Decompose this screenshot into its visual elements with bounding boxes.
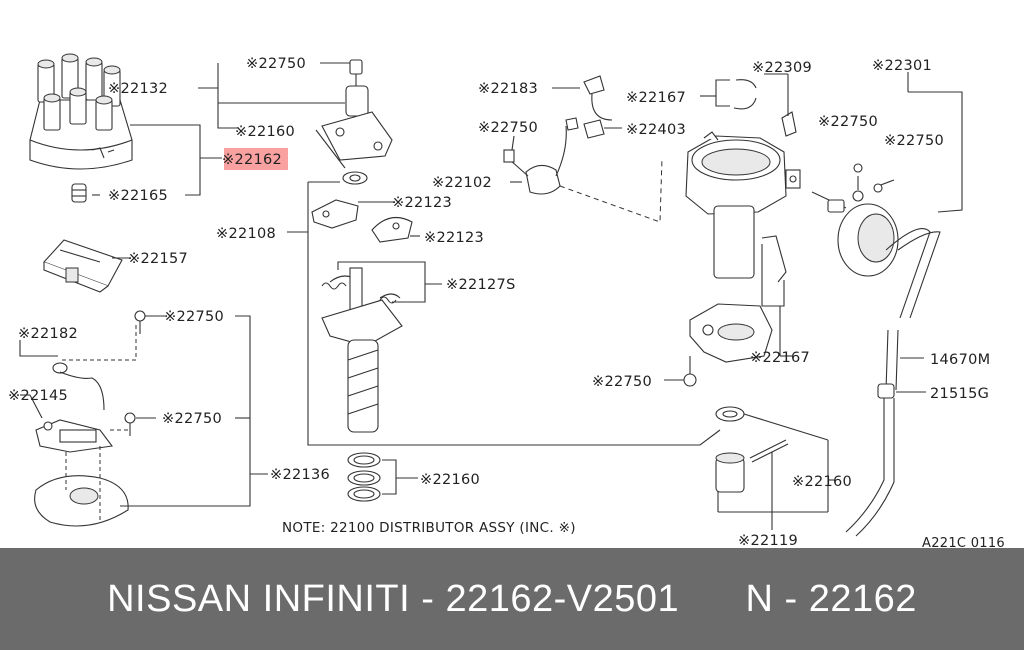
label-22160-right[interactable]: ※22160 [792,474,852,490]
label-22301[interactable]: ※22301 [872,58,932,74]
distributor-housing [685,131,801,279]
o-rings [347,452,381,502]
label-22127S[interactable]: ※22127S [446,277,516,293]
label-22750-r2[interactable]: ※22750 [884,133,944,149]
label-22750-r1[interactable]: ※22750 [818,114,878,130]
screw-22750-mid [134,310,146,334]
part-number-banner: NISSAN INFINITI - 22162-V2501 N - 22162 [0,548,1024,650]
label-22132[interactable]: ※22132 [108,81,168,97]
label-22145[interactable]: ※22145 [8,388,68,404]
small-washer [342,171,368,185]
shaft-washer [715,406,745,422]
base-plate [689,303,773,363]
label-22183[interactable]: ※22183 [478,81,538,97]
distributor-exploded-diagram: ※22132 ※22750 ※22160 ※22162 ※22165 ※2210… [8,53,1005,548]
carbon-point [71,183,87,203]
assembly-note: NOTE: 22100 DISTRIBUTOR ASSY (INC. ※) [282,520,576,536]
label-22157[interactable]: ※22157 [128,251,188,267]
label-22750-bot[interactable]: ※22750 [592,374,652,390]
label-14670M[interactable]: 14670M [930,352,990,368]
diagram-code: A221C 0116 [922,536,1005,548]
label-22162[interactable]: ※22162 [222,152,282,168]
label-22108[interactable]: ※22108 [216,226,276,242]
label-22182[interactable]: ※22182 [18,326,78,342]
label-22750-plug[interactable]: ※22750 [478,120,538,136]
terminal-assembly [321,59,393,161]
bushing [715,452,745,493]
screw-22750-bot [683,356,697,387]
label-22167-mid[interactable]: ※22167 [750,350,810,366]
roll-pin [749,439,789,463]
parts-diagram-area: ※22132 ※22750 ※22160 ※22162 ※22165 ※2210… [8,53,1005,548]
label-22165[interactable]: ※22165 [108,188,168,204]
label-22136[interactable]: ※22136 [270,467,330,483]
screw-22750-low [124,412,136,436]
banner-title: NISSAN INFINITI - 22162-V2501 N - 22162 [107,577,917,620]
label-22160-top[interactable]: ※22160 [235,124,295,140]
wire-clip [565,75,613,139]
label-22750-mid[interactable]: ※22750 [164,309,224,325]
ignition-module [503,125,567,195]
vacuum-controller [811,163,899,277]
advancer-plates [311,199,413,243]
bracket-22309 [781,111,797,137]
label-22309[interactable]: ※22309 [752,60,812,76]
label-21515G[interactable]: 21515G [930,386,989,402]
label-22123-a[interactable]: ※22123 [392,195,452,211]
label-22167-top[interactable]: ※22167 [626,90,686,106]
label-22403[interactable]: ※22403 [626,122,686,138]
pickup-assembly [34,362,129,527]
retainer-clips-top [733,79,757,110]
label-22123-b[interactable]: ※22123 [424,230,484,246]
label-22119[interactable]: ※22119 [738,533,798,548]
distributor-cap [29,53,133,170]
vacuum-hose [845,228,941,537]
governor-shaft [321,267,403,433]
label-22102[interactable]: ※22102 [432,175,492,191]
rotor [43,239,123,293]
label-22750-top[interactable]: ※22750 [246,56,306,72]
retainer-clip-lower [761,235,787,283]
part-highlight [224,148,288,170]
label-22750-low[interactable]: ※22750 [162,411,222,427]
label-22160-mid[interactable]: ※22160 [420,472,480,488]
